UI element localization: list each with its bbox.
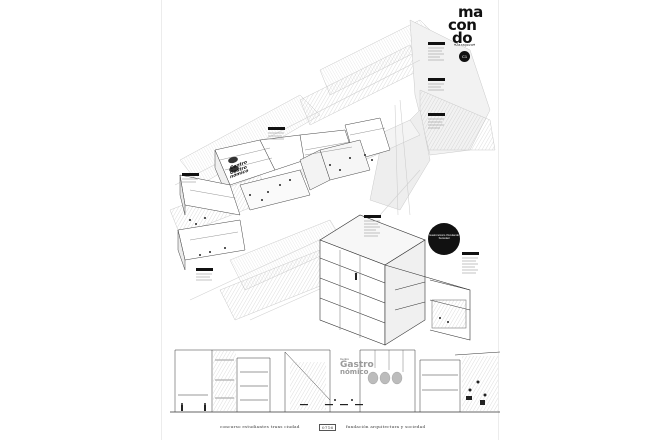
macondo-logo: ma con do: [448, 3, 488, 66]
logo-line-3: do: [452, 29, 473, 47]
pendant-lamps: [374, 350, 404, 372]
annotation-note-1: [428, 42, 445, 45]
section-gastro-sign: Centro Gastro nómico: [340, 357, 384, 376]
annotation-note-5: [182, 173, 199, 176]
logo-line-1: ma: [458, 3, 483, 21]
axonometric-section-building: [319, 214, 471, 346]
people-figures: [189, 154, 373, 256]
axonometric-building-upper: [177, 117, 391, 271]
annotation-note-4: [268, 127, 285, 130]
logo-line-2: con: [448, 16, 477, 34]
annotation-note-3: [428, 113, 445, 116]
section-people: [354, 272, 449, 323]
building-long-section: [170, 349, 501, 413]
footer-center-code: 0716: [319, 424, 337, 431]
footer-right-text: fundación arquitectura y sociedad: [346, 424, 426, 429]
logo-badge: C1: [459, 51, 470, 62]
gastro-big-text-1: Gastro: [340, 360, 374, 370]
section-furniture: [181, 380, 487, 411]
poster-footer: concurso estudiantes trans ciudad 0716 f…: [162, 424, 498, 432]
section-hatching: [213, 351, 498, 411]
logo-subtitle: ♦Zaragoza♦: [454, 43, 476, 47]
annotation-note-2: [428, 78, 445, 81]
gastro-small-text: Centro: [340, 357, 350, 361]
circle-badge-text: Gastronómico Vinculando Sociedad: [429, 234, 459, 241]
gastro-big-text-2: nómico: [340, 368, 369, 376]
annotation-note-6: [196, 268, 213, 271]
model-sign-ellipses: [228, 156, 239, 173]
annotation-note-8: [462, 252, 479, 255]
annotation-note-7: [364, 215, 381, 218]
concept-circle-badge: Gastronómico Vinculando Sociedad: [428, 223, 460, 255]
terrace-details: [189, 127, 386, 241]
gastro-ovals: [367, 371, 403, 385]
footer-left-text: concurso estudiantes trans ciudad: [220, 424, 300, 429]
